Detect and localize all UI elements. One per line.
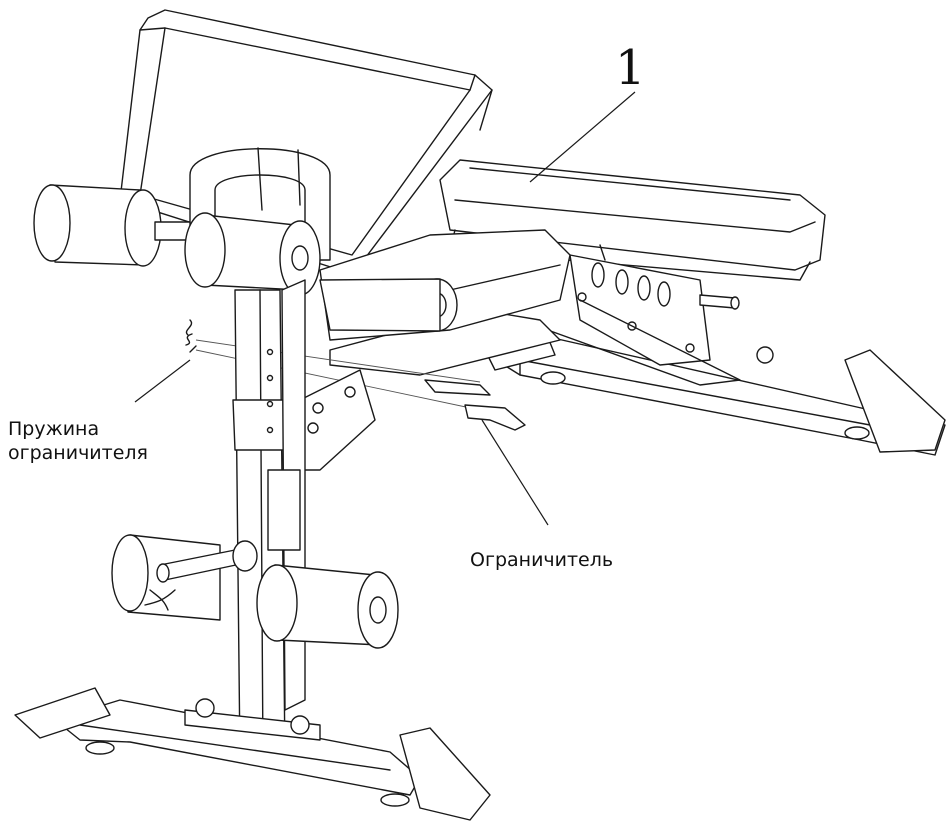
seat-front-roller [319, 229, 571, 341]
stopper-callout-label: Ограничитель [470, 549, 614, 571]
leader-line-part-1 [529, 91, 636, 183]
part-number-label: 1 [615, 40, 646, 96]
adjustment-bracket [519, 254, 741, 386]
side-bracket [299, 369, 376, 471]
leader-line-stopper [481, 419, 549, 526]
vertical-post [232, 279, 306, 761]
front-stabilizer [14, 687, 491, 821]
stopper-spring [185, 319, 197, 353]
upper-rollers [33, 184, 321, 296]
rear-stabilizer [479, 329, 946, 456]
leader-line-spring [134, 359, 191, 403]
lower-rollers [111, 534, 399, 649]
spring-callout-label: Пружина ограничителя [8, 418, 148, 464]
